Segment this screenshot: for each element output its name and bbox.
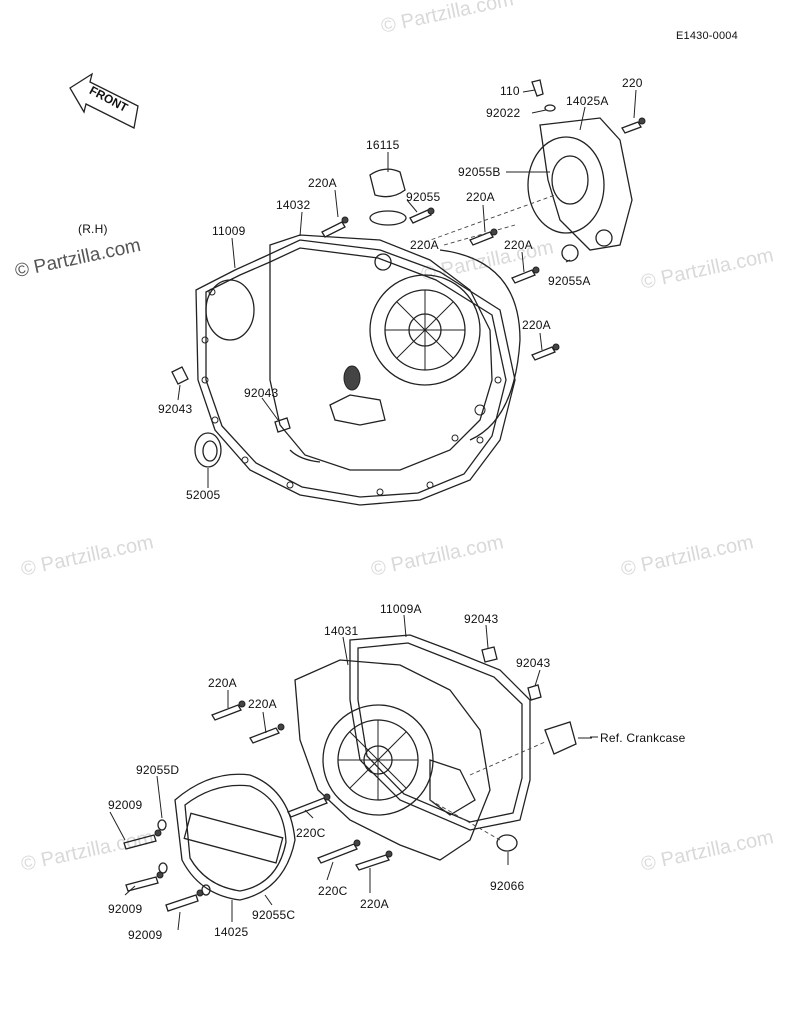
front-arrow-icon (69, 72, 139, 129)
part-label: 220A (504, 238, 533, 252)
bolts-bottom (123, 700, 393, 912)
diagram-code: E1430-0004 (676, 30, 738, 42)
part-label: 220A (410, 238, 439, 252)
part-label: 14025A (566, 94, 609, 108)
part-label: 92043 (158, 402, 193, 416)
part-label: 92043 (244, 386, 279, 400)
part-label: 220C (318, 884, 348, 898)
part-label: 220A (360, 897, 389, 911)
part-label: 220A (208, 676, 237, 690)
part-label: 220 (622, 76, 643, 90)
part-label: 14032 (276, 198, 311, 212)
part-label: 92066 (490, 879, 525, 893)
gasket-11009A (349, 634, 531, 831)
part-label: 92043 (516, 656, 551, 670)
part-label: 220A (522, 318, 551, 332)
filler-cap-16115 (369, 168, 406, 198)
leader-lines-bottom (109, 614, 598, 931)
part-label: 92043 (464, 612, 499, 626)
part-label: 92055D (136, 763, 180, 777)
cover-14025A (539, 117, 633, 251)
part-label: 92009 (128, 928, 163, 942)
cover-14031 (294, 659, 491, 861)
bolts (321, 117, 646, 361)
part-label: 11009 (212, 224, 246, 238)
gasket-11009 (195, 239, 516, 506)
part-label: 220C (296, 826, 326, 840)
side-label: (R.H) (78, 222, 108, 236)
part-label: 11009A (380, 602, 422, 616)
part-label: 16115 (366, 138, 400, 152)
part-label: 92022 (486, 106, 521, 120)
cover-14025 (174, 773, 296, 901)
part-label: 92055A (548, 274, 591, 288)
part-label: 110 (500, 84, 520, 98)
part-label: 92055B (458, 165, 501, 179)
part-label: 220A (248, 697, 277, 711)
leader-lines (177, 89, 637, 488)
part-label: 92009 (108, 902, 143, 916)
part-label: 92055 (406, 190, 441, 204)
ref-crankcase-label: Ref. Crankcase (600, 731, 686, 745)
part-label: 14031 (324, 624, 359, 638)
part-label: 220A (308, 176, 337, 190)
part-label: 92009 (108, 798, 143, 812)
part-label: 220A (466, 190, 495, 204)
part-label: 92055C (252, 908, 296, 922)
part-label: 14025 (214, 925, 249, 939)
cover-14032 (269, 234, 493, 471)
part-label: 52005 (186, 488, 221, 502)
bolt-holes (201, 288, 502, 496)
